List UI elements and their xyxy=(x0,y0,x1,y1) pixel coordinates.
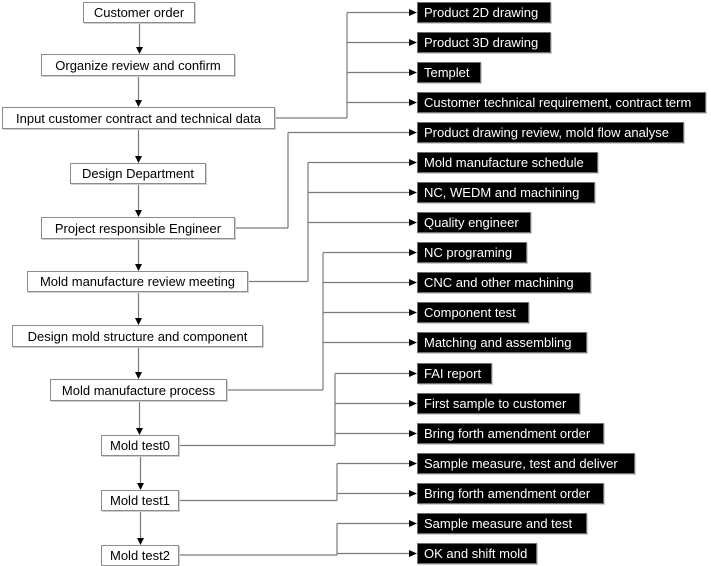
output-node: Bring forth amendment order xyxy=(417,483,604,504)
output-node: OK and shift mold xyxy=(417,543,537,564)
process-node: Customer order xyxy=(83,2,195,23)
process-node: Organize review and confirm xyxy=(41,54,235,76)
output-node: NC, WEDM and machining xyxy=(417,182,595,203)
arrowhead-down-icon xyxy=(135,318,142,325)
arrowhead-down-icon xyxy=(136,47,143,54)
arrowhead-right-icon xyxy=(409,39,417,46)
arrowhead-down-icon xyxy=(135,156,142,163)
arrowhead-right-icon xyxy=(409,520,417,527)
process-node: Mold test0 xyxy=(101,435,179,456)
arrowhead-down-icon xyxy=(137,483,144,490)
arrowhead-right-icon xyxy=(409,309,417,316)
process-node: Project responsible Engineer xyxy=(41,217,235,239)
process-node: Input customer contract and technical da… xyxy=(2,107,275,129)
arrowhead-right-icon xyxy=(409,9,417,16)
arrowhead-right-icon xyxy=(409,249,417,256)
output-node: Sample measure, test and deliver xyxy=(417,453,635,474)
output-node: Product 2D drawing xyxy=(417,2,551,23)
arrowhead-right-icon xyxy=(409,159,417,166)
process-node: Design Department xyxy=(70,163,206,184)
arrowhead-right-icon xyxy=(409,550,417,557)
output-node: Quality engineer xyxy=(417,212,531,233)
arrowhead-right-icon xyxy=(409,339,417,346)
process-node: Mold manufacture review meeting xyxy=(27,271,248,292)
arrowhead-right-icon xyxy=(409,430,417,437)
output-node: Matching and assembling xyxy=(417,332,587,353)
output-node: FAI report xyxy=(417,363,492,384)
output-node: Customer technical requirement, contract… xyxy=(417,92,706,113)
arrowhead-down-icon xyxy=(135,210,142,217)
arrowhead-right-icon xyxy=(409,69,417,76)
arrowhead-down-icon xyxy=(135,264,142,271)
process-node: Mold test1 xyxy=(101,490,179,511)
output-node: First sample to customer xyxy=(417,393,580,414)
arrowhead-right-icon xyxy=(409,490,417,497)
arrowhead-right-icon xyxy=(409,460,417,467)
process-node: Design mold structure and component xyxy=(12,325,263,347)
arrowhead-right-icon xyxy=(409,189,417,196)
process-node: Mold test2 xyxy=(101,545,179,566)
arrowhead-down-icon xyxy=(137,538,144,545)
arrowhead-down-icon xyxy=(135,372,142,379)
arrowhead-right-icon xyxy=(409,99,417,106)
output-node: Component test xyxy=(417,302,529,323)
arrowhead-right-icon xyxy=(409,370,417,377)
output-node: CNC and other machining xyxy=(417,272,591,293)
process-node: Mold manufacture process xyxy=(50,379,227,401)
output-node: Templet xyxy=(417,62,481,83)
arrowhead-down-icon xyxy=(136,428,143,435)
output-node: NC programing xyxy=(417,242,527,263)
output-node: Product drawing review, mold flow analys… xyxy=(417,122,684,143)
output-node: Sample measure and test xyxy=(417,513,587,534)
output-node: Mold manufacture schedule xyxy=(417,152,598,173)
arrowhead-right-icon xyxy=(409,219,417,226)
arrowhead-right-icon xyxy=(409,279,417,286)
output-node: Product 3D drawing xyxy=(417,32,551,53)
output-node: Bring forth amendment order xyxy=(417,423,604,444)
arrowhead-down-icon xyxy=(135,100,142,107)
arrowhead-right-icon xyxy=(409,400,417,407)
arrowhead-right-icon xyxy=(409,129,417,136)
